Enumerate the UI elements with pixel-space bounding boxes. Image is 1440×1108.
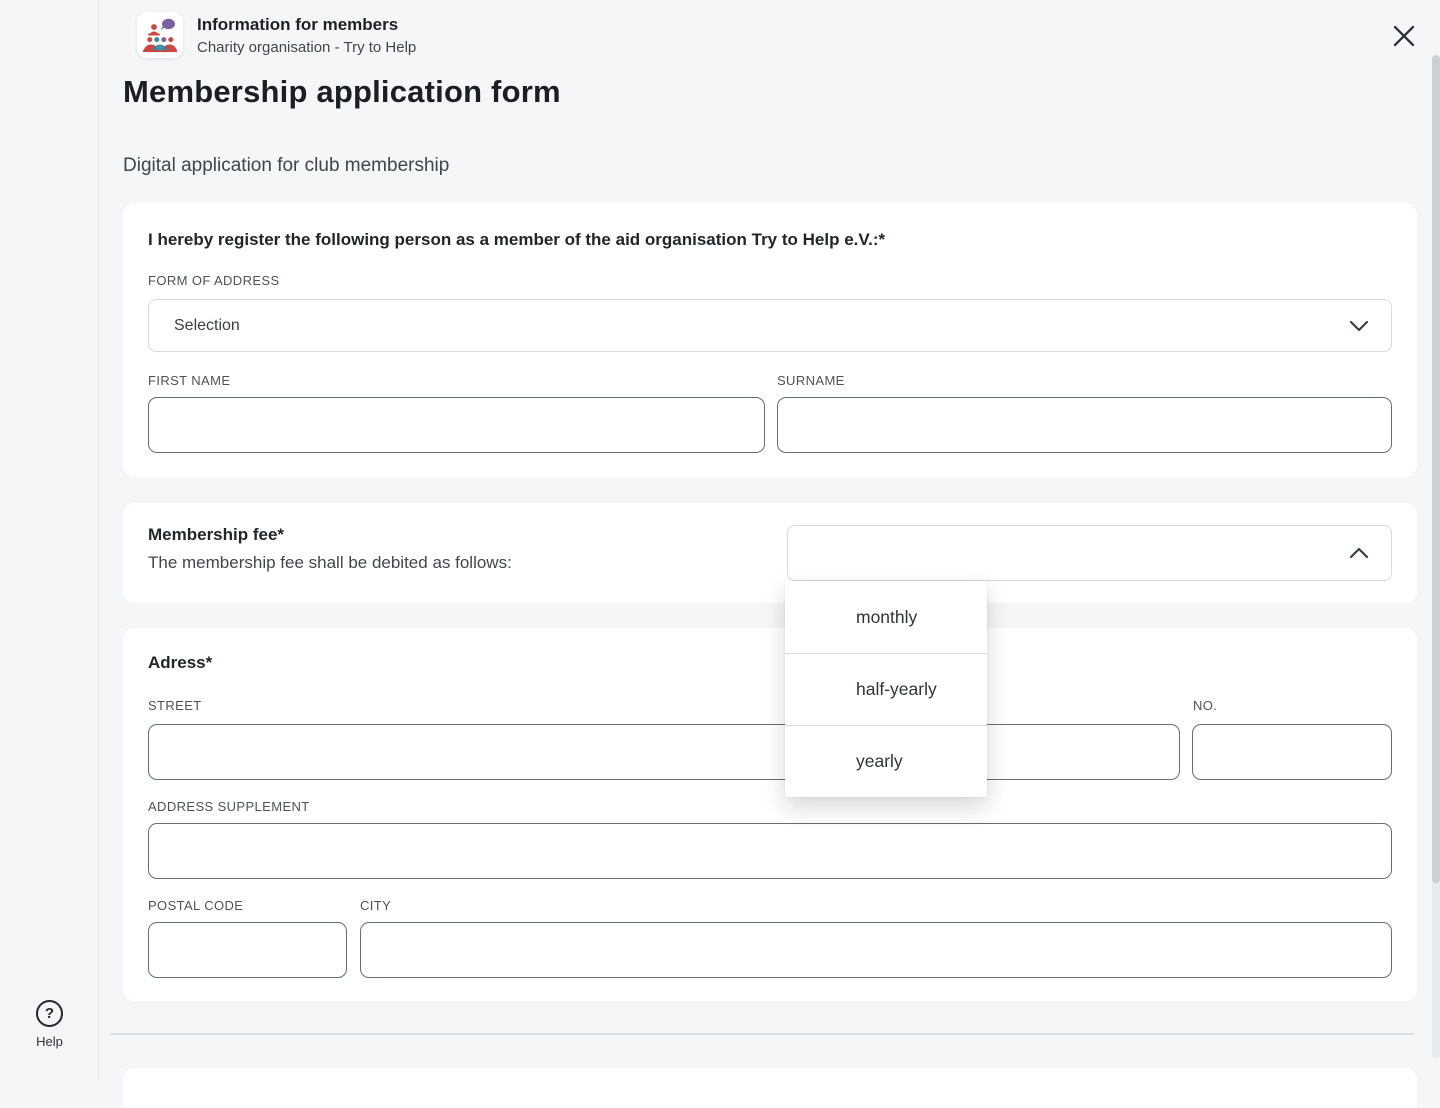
fee-option-monthly[interactable]: monthly [856,606,918,627]
next-section-card [123,1068,1417,1108]
fee-option-yearly[interactable]: yearly [785,725,987,797]
close-button[interactable] [1388,20,1420,52]
register-section-title: I hereby register the following person a… [148,230,886,249]
address-section-card: Adress* STREET NO. ADDRESS SUPPLEMENT PO… [123,628,1417,1001]
city-label: CITY [360,898,392,913]
surname-label: SURNAME [777,373,845,388]
address-supplement-label: ADDRESS SUPPLEMENT [148,799,310,814]
help-label: Help [36,1034,63,1049]
first-name-input[interactable] [148,397,765,453]
people-group-icon [137,12,183,58]
fee-select[interactable] [787,525,1392,581]
fee-option-half-yearly[interactable]: half-yearly [785,653,987,725]
fee-options-dropdown: monthly half-yearly yearly [785,581,987,797]
left-sidebar: ? Help [0,0,99,1080]
main-panel: Information for members Charity organisa… [100,0,1440,1108]
page-subtitle: Digital application for club membership [123,155,450,176]
postal-code-input[interactable] [148,922,347,978]
chevron-down-icon [1349,320,1369,331]
section-divider [110,1033,1414,1035]
scrollbar-track[interactable] [1432,870,1440,1058]
form-of-address-label: FORM OF ADDRESS [148,273,280,288]
address-supplement-input[interactable] [148,823,1392,879]
page-title: Membership application form [123,74,561,109]
form-of-address-select[interactable]: Selection [148,299,1392,352]
street-label: STREET [148,698,202,713]
fee-section-description: The membership fee shall be debited as f… [148,553,512,572]
scrollbar-thumb[interactable] [1432,55,1440,883]
postal-code-label: POSTAL CODE [148,898,244,913]
chevron-up-icon [1349,547,1369,559]
address-section-title: Adress* [148,653,213,672]
header-title: Information for members [197,15,399,34]
form-of-address-value: Selection [174,316,240,334]
header-subtitle: Charity organisation - Try to Help [197,39,417,56]
no-input[interactable] [1192,724,1392,780]
register-section-card: I hereby register the following person a… [123,203,1417,477]
help-icon: ? [36,1000,63,1027]
no-label: NO. [1193,698,1218,713]
street-input[interactable] [148,724,1180,780]
charity-app-logo [137,12,183,58]
city-input[interactable] [360,922,1392,978]
help-button[interactable]: ? Help [0,1000,99,1049]
surname-input[interactable] [777,397,1392,453]
fee-section-title: Membership fee* [148,525,285,544]
close-icon [1393,25,1415,47]
first-name-label: FIRST NAME [148,373,231,388]
help-glyph: ? [44,1005,55,1022]
fee-section-card: Membership fee* The membership fee shall… [123,503,1417,603]
